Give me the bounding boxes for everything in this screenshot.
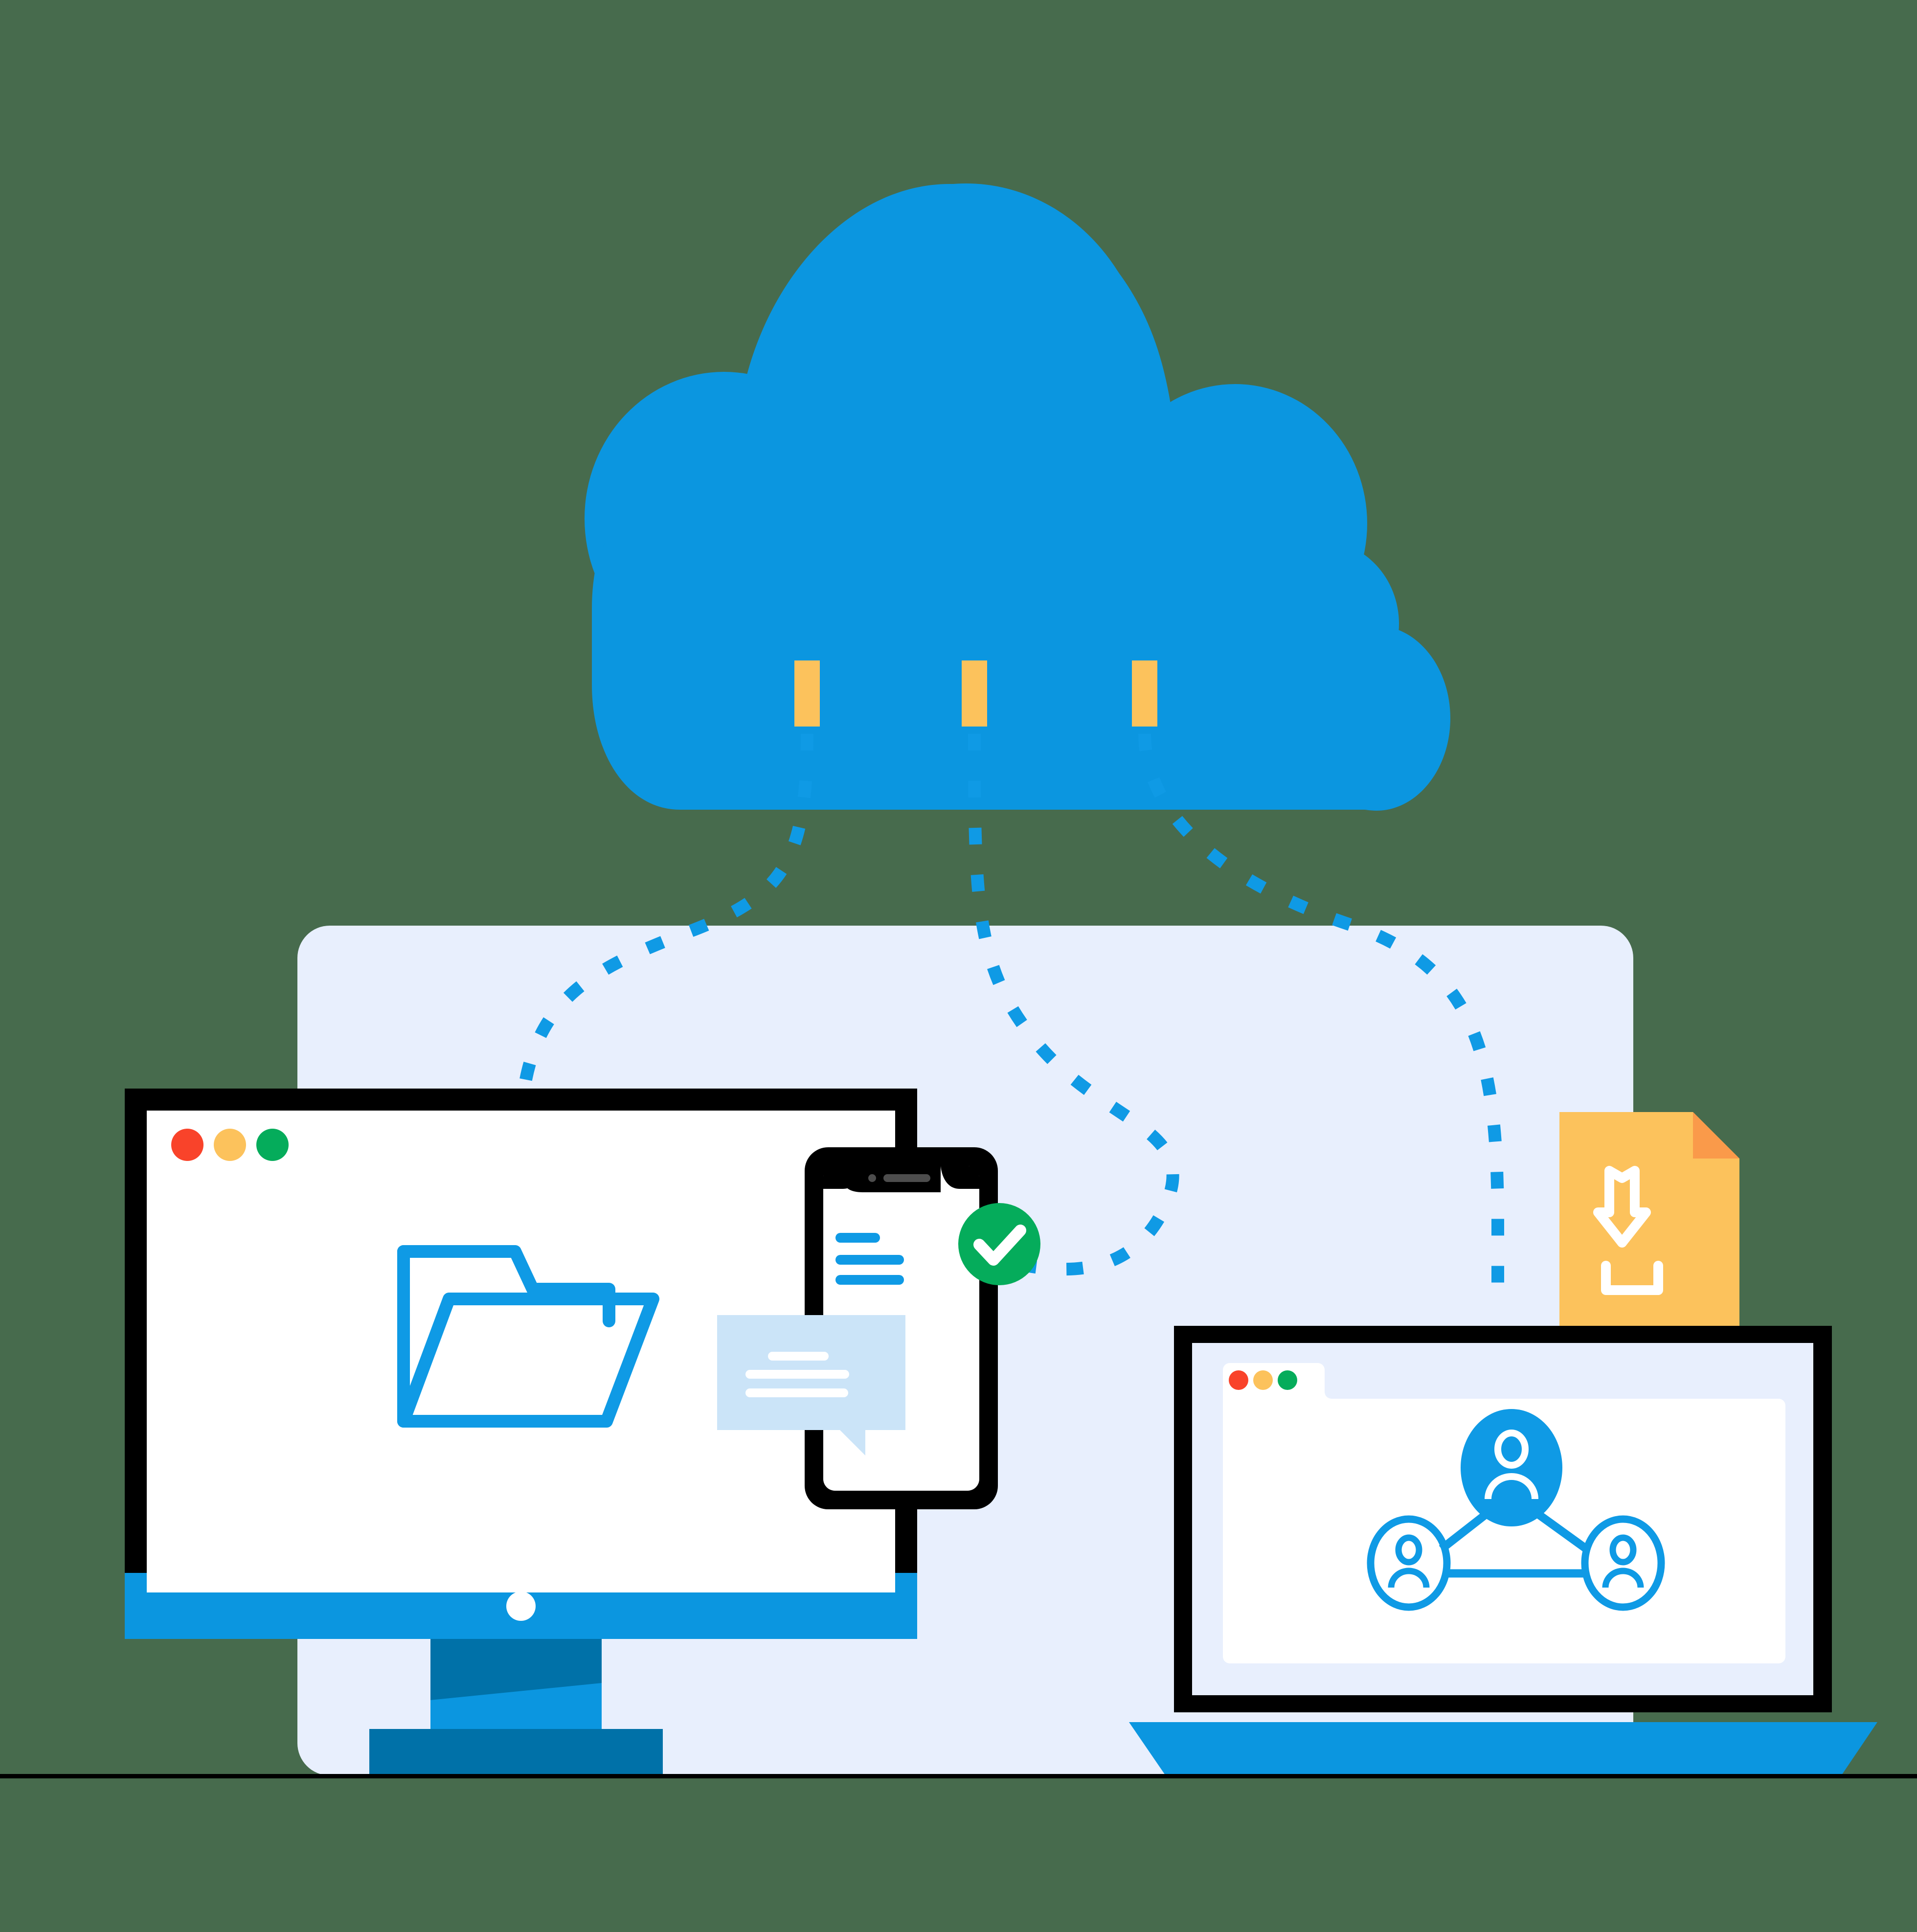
laptop-window-close-dot[interactable]	[1229, 1370, 1248, 1390]
download-arrow-shape	[1593, 1166, 1651, 1248]
laptop[interactable]	[1129, 1326, 1877, 1775]
phone-text-line-3	[835, 1275, 904, 1285]
connector-plug-3	[1119, 583, 1170, 660]
cloud-connector-2	[949, 583, 1000, 727]
primary-user-head-icon	[1494, 1430, 1529, 1469]
laptop-base	[1129, 1722, 1877, 1775]
left-user-head-icon	[1395, 1534, 1422, 1566]
right-user-body-icon	[1602, 1568, 1644, 1588]
checkmark-icon	[973, 1225, 1026, 1266]
chat-bubble-shape	[717, 1315, 905, 1455]
download-arrow-icon	[1593, 1166, 1663, 1295]
left-user-avatar	[1367, 1515, 1451, 1611]
right-user-avatar	[1581, 1515, 1665, 1611]
connector-cable-1	[794, 660, 820, 727]
window-minimize-dot[interactable]	[214, 1129, 246, 1161]
network-node-right[interactable]	[1581, 1515, 1665, 1611]
folder-icon[interactable]	[397, 1245, 659, 1428]
bubble-text-line-1	[768, 1352, 829, 1361]
connector-plug-2	[949, 583, 1000, 660]
dashed-path-left	[515, 733, 813, 1121]
download-file-fold	[1693, 1112, 1739, 1159]
cloud-connector-1	[782, 583, 833, 727]
phone-speaker-icon	[883, 1174, 930, 1182]
primary-user-body-icon	[1485, 1473, 1538, 1500]
network-node-primary[interactable]	[1461, 1409, 1562, 1526]
window-maximize-dot[interactable]	[256, 1129, 289, 1161]
laptop-window-maximize-dot[interactable]	[1278, 1370, 1297, 1390]
right-user-head-icon	[1609, 1534, 1637, 1566]
folder-icon-front	[397, 1293, 659, 1428]
monitor-neck-shadow	[430, 1634, 602, 1700]
network-node-left[interactable]	[1367, 1515, 1451, 1611]
users-network-icon[interactable]	[1367, 1409, 1665, 1611]
ground-line	[0, 1774, 1917, 1778]
phone-camera-icon	[868, 1174, 876, 1182]
phone-text-line-1	[835, 1233, 880, 1243]
phone-text-line-2	[835, 1255, 904, 1265]
window-close-dot[interactable]	[171, 1129, 203, 1161]
monitor-foot	[369, 1729, 663, 1775]
download-file-icon[interactable]	[1559, 1112, 1739, 1371]
bubble-text-line-2	[745, 1370, 849, 1379]
sync-success-badge[interactable]	[958, 1203, 1040, 1285]
bubble-text-line-3	[745, 1388, 848, 1397]
left-user-body-icon	[1388, 1568, 1430, 1588]
connector-cable-3	[1132, 660, 1157, 727]
download-tray-shape	[1601, 1261, 1663, 1295]
dashed-path-center	[968, 733, 1179, 1276]
success-badge-circle	[958, 1203, 1040, 1285]
dashed-connection-paths	[515, 733, 1504, 1301]
connector-cable-2	[962, 660, 987, 727]
monitor-power-dot[interactable]	[506, 1591, 536, 1621]
phone-notch-curve-left	[823, 1166, 863, 1192]
connector-plug-1	[782, 583, 833, 660]
laptop-window-minimize-dot[interactable]	[1253, 1370, 1273, 1390]
cloud-connector-3	[1119, 583, 1170, 727]
chat-bubble[interactable]	[717, 1315, 905, 1455]
